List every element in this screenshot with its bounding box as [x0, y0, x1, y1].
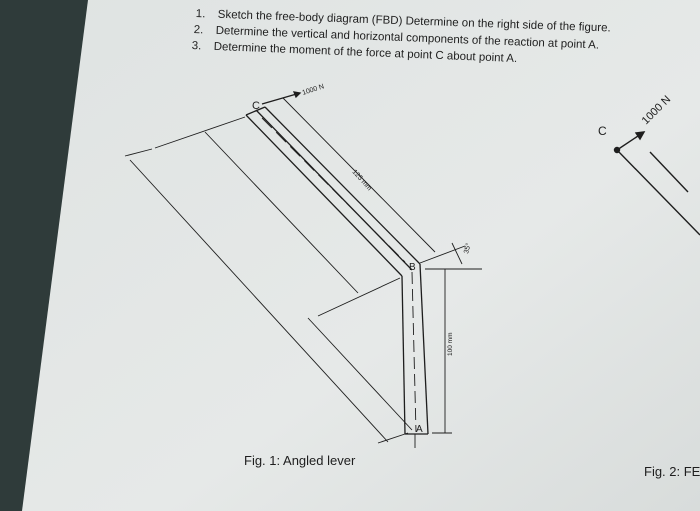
label-b: B — [409, 262, 416, 273]
label-a: A — [416, 424, 423, 435]
question-number: 1. — [195, 8, 206, 21]
paper-sheet — [22, 0, 700, 511]
angle-label: 35° — [462, 242, 473, 254]
question-number: 3. — [191, 40, 202, 53]
question-number: 2. — [193, 24, 204, 37]
figure-1-caption: Fig. 1: Angled lever — [244, 453, 356, 468]
figure-2-caption: Fig. 2: FE — [644, 464, 700, 479]
fbd-label-c: C — [598, 124, 607, 138]
angled-lever — [124, 91, 482, 448]
label-c: C — [252, 100, 260, 112]
fbd-sketch — [613, 131, 700, 236]
length-ba-label: 100 mm — [447, 333, 454, 356]
